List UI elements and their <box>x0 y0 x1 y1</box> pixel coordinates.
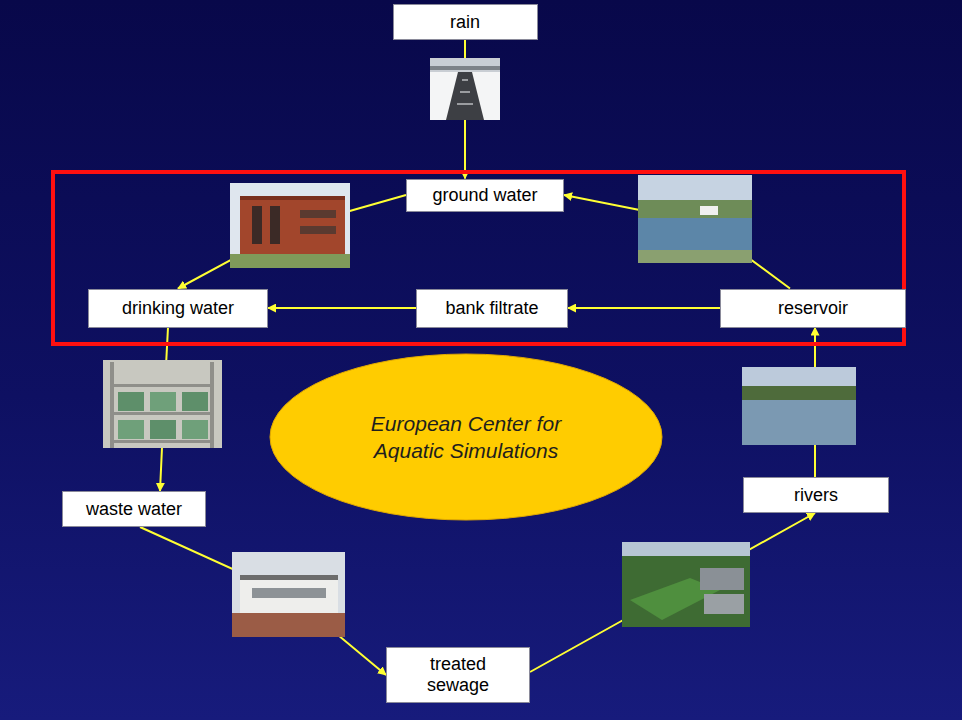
photo-step <box>457 103 473 105</box>
photo-tank <box>118 420 144 439</box>
photo-sewage-hall <box>232 552 345 637</box>
photo-sky <box>430 58 500 120</box>
photo-tank <box>182 392 208 411</box>
photo-tank <box>118 392 144 411</box>
photo-sky <box>230 183 350 268</box>
box-label: drinking water <box>122 298 234 319</box>
photo-window <box>270 206 280 244</box>
photo-roof <box>240 575 338 580</box>
box-label: bank filtrate <box>445 298 538 319</box>
box-label: treated sewage <box>418 654 498 695</box>
photo-step <box>462 79 468 81</box>
photo-window <box>300 210 336 218</box>
stage-box: rivers <box>743 477 889 513</box>
box-label: ground water <box>432 185 537 206</box>
flow-arrow <box>564 195 790 289</box>
photo-shelf-post <box>210 362 214 448</box>
photo-snow <box>430 72 500 120</box>
photo-aquarium-lab <box>103 360 222 448</box>
title-ellipse: European Center for Aquatic Simulations <box>269 353 663 521</box>
photo-structure <box>700 568 744 590</box>
photo-tank <box>150 392 176 411</box>
photo-window <box>252 206 262 244</box>
photo-bank <box>638 250 752 263</box>
ellipse-outline <box>269 353 663 521</box>
photo-wall <box>103 360 222 448</box>
stage-box: treated sewage <box>386 647 530 703</box>
stage-box: drinking water <box>88 289 268 328</box>
stage-box: reservoir <box>720 289 906 328</box>
photo-pavement <box>232 613 345 637</box>
photo-pond-site <box>638 175 752 263</box>
stage-box: ground water <box>406 179 564 212</box>
photo-shelf <box>110 440 214 443</box>
photo-shelf-post <box>110 362 114 448</box>
photo-window <box>300 226 336 234</box>
photo-grass <box>230 254 350 268</box>
flow-arrow <box>268 307 416 309</box>
photo-shelf <box>110 412 214 415</box>
photo-hut <box>700 206 718 215</box>
center-title: European Center for Aquatic Simulations <box>366 410 566 465</box>
photo-roof <box>240 196 345 200</box>
stage-box: waste water <box>62 491 206 527</box>
photo-rain-field <box>430 58 500 120</box>
photo-sky <box>638 175 752 263</box>
photo-wall <box>240 196 345 254</box>
box-label: rivers <box>794 485 838 506</box>
photo-trees <box>638 200 752 218</box>
photo-structure <box>704 594 744 614</box>
flow-arrow <box>530 513 815 672</box>
photo-shelf <box>110 384 214 387</box>
photo-brick-building <box>230 183 350 268</box>
photo-building <box>430 66 500 70</box>
box-label: waste water <box>86 499 182 520</box>
flow-arrow <box>140 527 386 675</box>
flow-arrow <box>178 195 406 289</box>
photo-sky <box>232 552 345 637</box>
photo-sky <box>742 367 856 445</box>
photo-step <box>460 91 470 93</box>
photo-trees <box>742 386 856 400</box>
stage-box: rain <box>393 4 538 40</box>
box-label: reservoir <box>778 298 848 319</box>
photo-tank <box>182 420 208 439</box>
photo-sky <box>622 542 750 556</box>
photo-water <box>638 218 752 263</box>
photo-basin <box>446 72 484 120</box>
photo-trees <box>622 542 750 627</box>
photo-window-band <box>252 588 326 598</box>
photo-tank <box>150 420 176 439</box>
stage-box: bank filtrate <box>416 289 568 328</box>
photo-test-field <box>622 542 750 627</box>
photo-building <box>240 575 338 613</box>
photo-lake <box>742 367 856 445</box>
box-label: rain <box>450 12 480 33</box>
ellipse-shape <box>270 354 662 520</box>
photo-water <box>742 400 856 445</box>
flow-arrow <box>568 307 720 309</box>
